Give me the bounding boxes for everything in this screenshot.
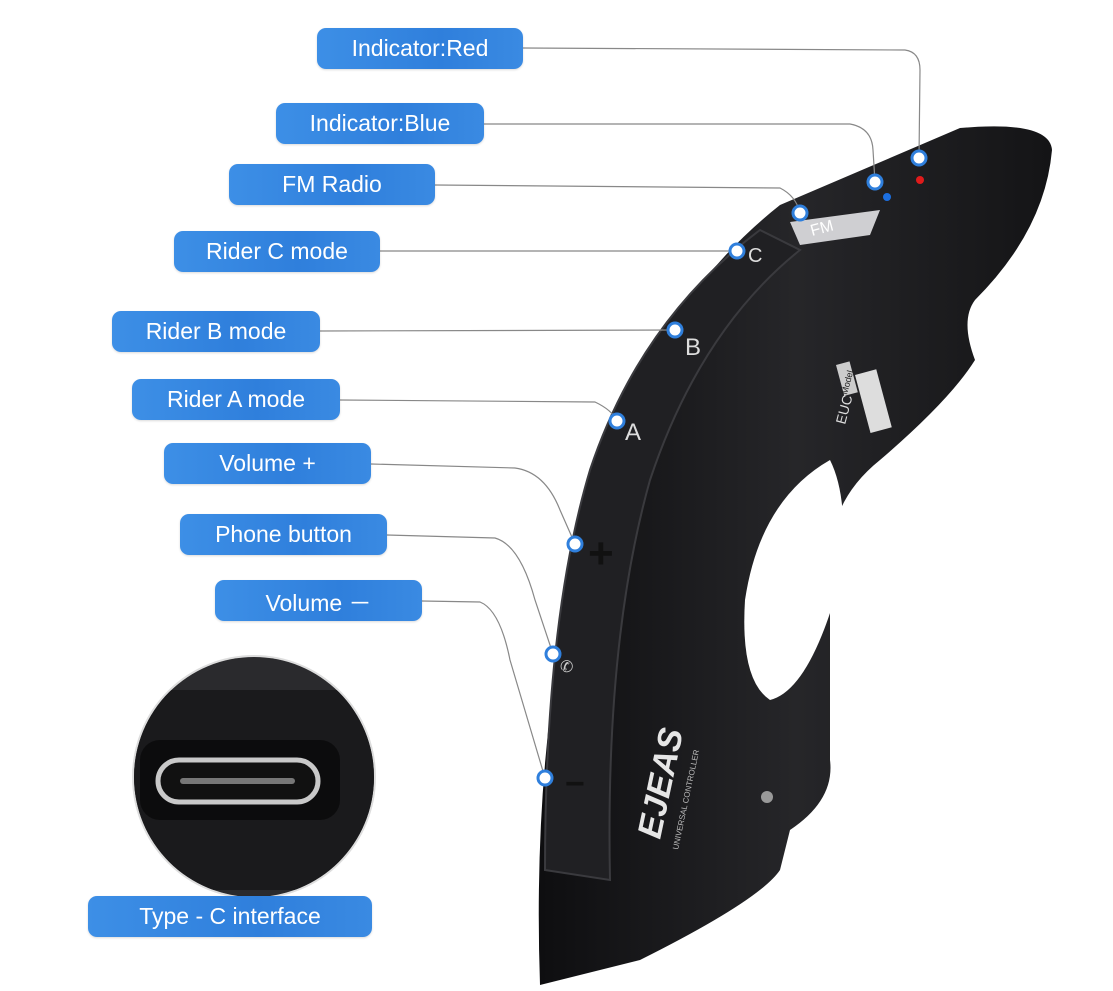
- label-volume-minus: Volume －: [215, 580, 422, 621]
- indicator-red-led: [916, 176, 924, 184]
- phone-icon: ✆: [560, 657, 573, 676]
- hinge-screw: [761, 791, 773, 803]
- label-rider-a-mode: Rider A mode: [132, 379, 340, 420]
- rider-a-button-label: A: [625, 419, 641, 446]
- type-c-inset: [132, 655, 376, 899]
- rider-b-button-label: B: [685, 334, 701, 361]
- model-label-sticker: [854, 369, 892, 433]
- model-name: EUC: [832, 393, 855, 426]
- button-strip: [543, 228, 802, 882]
- volume-minus-mark: −: [565, 765, 585, 803]
- label-fm-radio: FM Radio: [229, 164, 435, 205]
- volume-plus-mark: +: [588, 529, 614, 578]
- label-phone-button: Phone button: [180, 514, 387, 555]
- fm-button-label: FM: [809, 217, 836, 239]
- label-indicator-blue: Indicator:Blue: [276, 103, 484, 144]
- label-type-c-interface: Type - C interface: [88, 896, 372, 937]
- model-label-tag: [836, 361, 858, 396]
- label-rider-c-mode: Rider C mode: [174, 231, 380, 272]
- label-volume-plus: Volume +: [164, 443, 371, 484]
- rider-c-button-label: C: [748, 245, 762, 267]
- handlebar-hole: [744, 460, 844, 700]
- leader-lines: [319, 47, 921, 779]
- label-rider-b-mode: Rider B mode: [112, 311, 320, 352]
- label-indicator-red: Indicator:Red: [317, 28, 523, 69]
- callout-dots: [536, 149, 928, 787]
- fm-button: [790, 210, 880, 245]
- indicator-blue-led: [883, 193, 891, 201]
